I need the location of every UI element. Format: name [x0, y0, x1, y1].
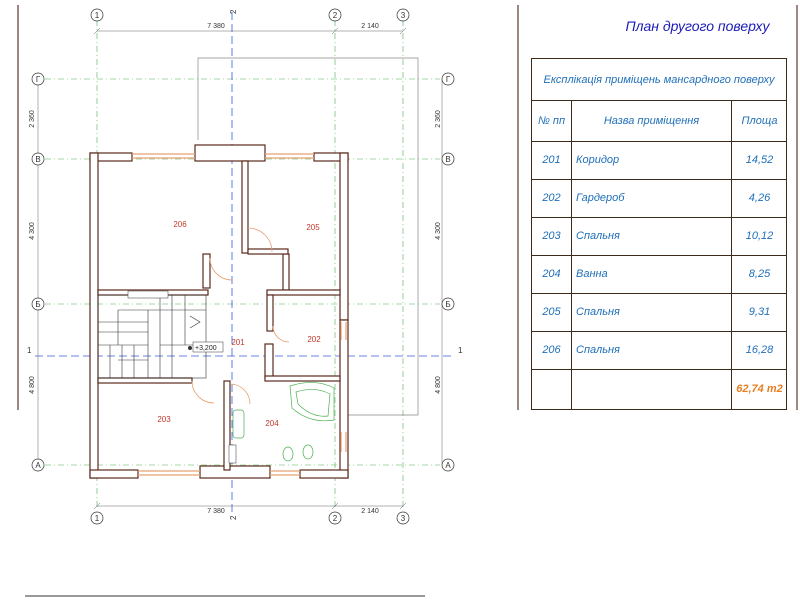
axis-left-a: А [35, 461, 41, 470]
axis-top-3: 3 [401, 11, 406, 20]
room-area-cell: 16,28 [745, 344, 774, 356]
room-name-cell: Спальня [572, 293, 732, 331]
table-row: 201 Коридор 14,52 [532, 141, 786, 180]
dim-left-3: 4 800 [29, 376, 36, 394]
dim-right-3: 4 800 [435, 376, 442, 394]
col-num-header: № пп [532, 100, 572, 141]
room-label-206: 206 [173, 220, 187, 229]
staircase [97, 294, 207, 379]
dim-top-1: 7 380 [207, 23, 225, 30]
total-area-cell: 62,74 m2 [736, 383, 783, 395]
axis-markers-right: Г В Б А [441, 72, 455, 472]
axis-left-b: Б [35, 300, 40, 309]
dim-right-2: 4 300 [435, 222, 442, 240]
room-name-cell: Коридор [572, 141, 732, 179]
dim-bottom-1: 7 380 [207, 508, 225, 515]
explication-header: Експлікація приміщень мансардного поверх… [532, 59, 786, 101]
axis-bottom-1: 1 [95, 514, 100, 523]
room-name-cell: Ванна [572, 255, 732, 293]
explication-table: Експлікація приміщень мансардного поверх… [531, 58, 787, 410]
room-num-cell: 201 [532, 141, 572, 179]
page-title: План другого поверху [625, 18, 770, 34]
room-name-cell: Гардероб [572, 179, 732, 217]
total-empty-cell [532, 369, 572, 409]
radiator-icons [127, 290, 237, 464]
room-label-204: 204 [265, 419, 279, 428]
dim-top-2: 2 140 [361, 23, 379, 30]
axis-top-2: 2 [333, 11, 338, 20]
axis-markers-bottom: 1 2 3 [90, 511, 410, 525]
axis-bottom-2: 2 [333, 514, 338, 523]
col-area-header: Площа [741, 114, 778, 127]
axis-grid [45, 20, 440, 510]
total-empty-name-cell [572, 369, 732, 409]
table-total-row: 62,74 m2 [532, 369, 786, 409]
axis-markers-top: 1 2 3 [90, 8, 410, 22]
roof-outline [197, 57, 419, 416]
room-area-cell: 14,52 [745, 154, 774, 166]
axis-top-1: 1 [95, 11, 100, 20]
section-mark-right: 1 [458, 346, 463, 355]
axis-right-v: В [445, 155, 450, 164]
room-num-cell: 206 [532, 331, 572, 369]
section-mark-left: 1 [27, 346, 32, 355]
table-row: 206 Спальня 16,28 [532, 331, 786, 370]
room-area-cell: 9,31 [748, 306, 771, 318]
room-num-cell: 205 [532, 293, 572, 331]
room-label-201: 201 [231, 338, 245, 347]
table-row: 202 Гардероб 4,26 [532, 179, 786, 218]
axis-left-v: В [35, 155, 40, 164]
table-row: 203 Спальня 10,12 [532, 217, 786, 256]
room-label-203: 203 [157, 415, 171, 424]
walls [89, 144, 349, 479]
dim-left-1: 2 360 [29, 110, 36, 128]
room-label-202: 202 [307, 335, 321, 344]
dim-right-1: 2 360 [435, 110, 442, 128]
axis-right-g: Г [446, 75, 451, 84]
dim-left-2: 4 300 [29, 222, 36, 240]
section-mark-bottom: 2 [229, 515, 238, 520]
bath-fixtures [232, 382, 335, 462]
table-header-row: № пп Назва приміщення Площа [532, 100, 786, 142]
table-row: 205 Спальня 9,31 [532, 293, 786, 332]
axis-right-a: А [445, 461, 451, 470]
axis-bottom-3: 3 [401, 514, 406, 523]
axis-left-g: Г [36, 75, 41, 84]
room-name-cell: Спальня [572, 217, 732, 255]
section-mark-top: 2 [229, 9, 238, 14]
room-area-cell: 10,12 [745, 230, 774, 242]
room-name-cell: Спальня [572, 331, 732, 369]
room-num-cell: 203 [532, 217, 572, 255]
room-num-cell: 204 [532, 255, 572, 293]
level-mark-text: +3,200 [195, 345, 217, 352]
room-num-cell: 202 [532, 179, 572, 217]
windows [132, 153, 347, 476]
room-area-cell: 8,25 [748, 268, 771, 280]
door-swings [191, 227, 290, 405]
axis-right-b: Б [445, 300, 450, 309]
level-mark: +3,200 [188, 341, 224, 353]
room-area-cell: 4,26 [748, 192, 771, 204]
dim-bottom-2: 2 140 [361, 508, 379, 515]
room-label-205: 205 [306, 223, 320, 232]
axis-markers-left: Г В Б А [31, 72, 45, 472]
col-name-header: Назва приміщення [572, 100, 732, 141]
table-row: 204 Ванна 8,25 [532, 255, 786, 294]
dimension-lines [37, 27, 443, 510]
